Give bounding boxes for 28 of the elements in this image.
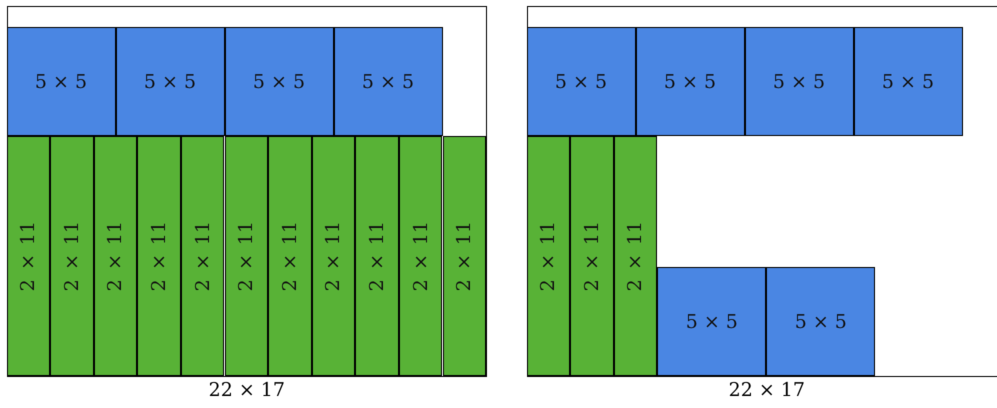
square-tile: 5 × 5 bbox=[636, 27, 744, 136]
strip-tile: 2 × 11 bbox=[398, 136, 442, 376]
container-rectangle bbox=[7, 6, 487, 377]
strip-tile: 2 × 11 bbox=[224, 136, 268, 376]
strip-tile: 2 × 11 bbox=[442, 136, 486, 376]
square-tile: 5 × 5 bbox=[744, 27, 854, 136]
square-tile: 5 × 5 bbox=[657, 267, 766, 376]
strip-tile: 2 × 11 bbox=[180, 136, 224, 376]
strip-tile: 2 × 11 bbox=[268, 136, 312, 376]
square-tile: 5 × 5 bbox=[526, 27, 636, 136]
square-tile: 5 × 5 bbox=[116, 27, 224, 136]
strip-tile: 2 × 11 bbox=[94, 136, 138, 376]
strip-tile: 2 × 11 bbox=[526, 136, 570, 376]
strip-tile: 2 × 11 bbox=[137, 136, 181, 376]
strip-tile: 2 × 11 bbox=[6, 136, 50, 376]
square-tile: 5 × 5 bbox=[334, 27, 442, 136]
dimension-label: 22 × 17 bbox=[728, 378, 805, 401]
square-tile: 5 × 5 bbox=[854, 27, 962, 136]
container-rectangle bbox=[527, 6, 997, 377]
strip-tile: 2 × 11 bbox=[312, 136, 356, 376]
square-tile: 5 × 5 bbox=[224, 27, 334, 136]
dimension-label: 22 × 17 bbox=[208, 378, 285, 401]
strip-tile: 2 × 11 bbox=[355, 136, 399, 376]
strip-tile: 2 × 11 bbox=[50, 136, 94, 376]
strip-tile: 2 × 11 bbox=[570, 136, 614, 376]
strip-tile: 2 × 11 bbox=[614, 136, 658, 376]
square-tile: 5 × 5 bbox=[766, 267, 876, 376]
square-tile: 5 × 5 bbox=[6, 27, 116, 136]
